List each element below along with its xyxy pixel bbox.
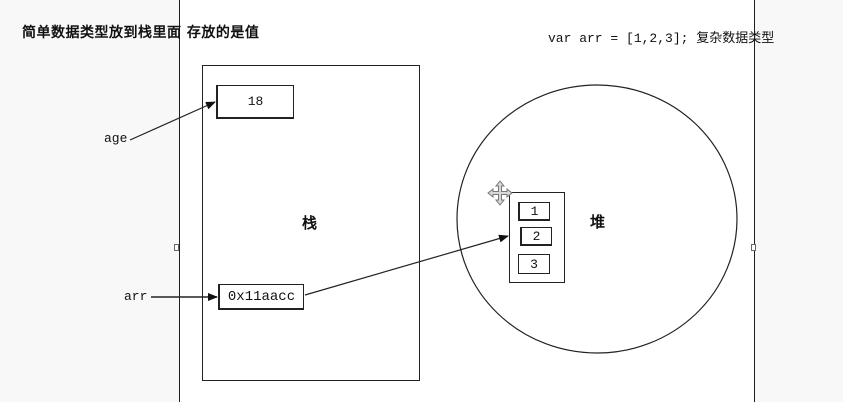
heap-region	[456, 84, 738, 354]
stack-region	[202, 65, 420, 381]
age-value-box: 18	[216, 85, 294, 119]
right-margin	[755, 0, 843, 402]
stack-label: 栈	[302, 214, 318, 232]
heap-element-1-text: 1	[530, 203, 539, 219]
heap-element-1: 1	[518, 202, 550, 221]
heap-element-3-text: 3	[530, 256, 538, 272]
simple-type-note: 简单数据类型放到栈里面 存放的是值	[22, 25, 260, 41]
arr-address-text: 0x11aacc	[227, 288, 296, 305]
age-arrow	[129, 101, 216, 141]
arr-address-box: 0x11aacc	[218, 284, 304, 310]
age-variable-label: age	[104, 131, 128, 146]
heap-element-2: 2	[520, 227, 552, 246]
heap-element-3: 3	[518, 254, 550, 274]
heap-element-2-text: 2	[532, 228, 541, 244]
right-border-line	[754, 0, 755, 402]
left-resize-handle[interactable]	[174, 244, 179, 251]
right-resize-handle[interactable]	[751, 244, 756, 251]
complex-type-note: var arr = [1,2,3]; 复杂数据类型	[548, 31, 775, 46]
arr-variable-label: arr	[124, 289, 148, 304]
heap-label: 堆	[590, 213, 606, 231]
age-value-text: 18	[247, 94, 264, 109]
left-margin	[0, 0, 179, 402]
left-border-line	[179, 0, 180, 402]
pointer-arrow	[304, 234, 509, 296]
